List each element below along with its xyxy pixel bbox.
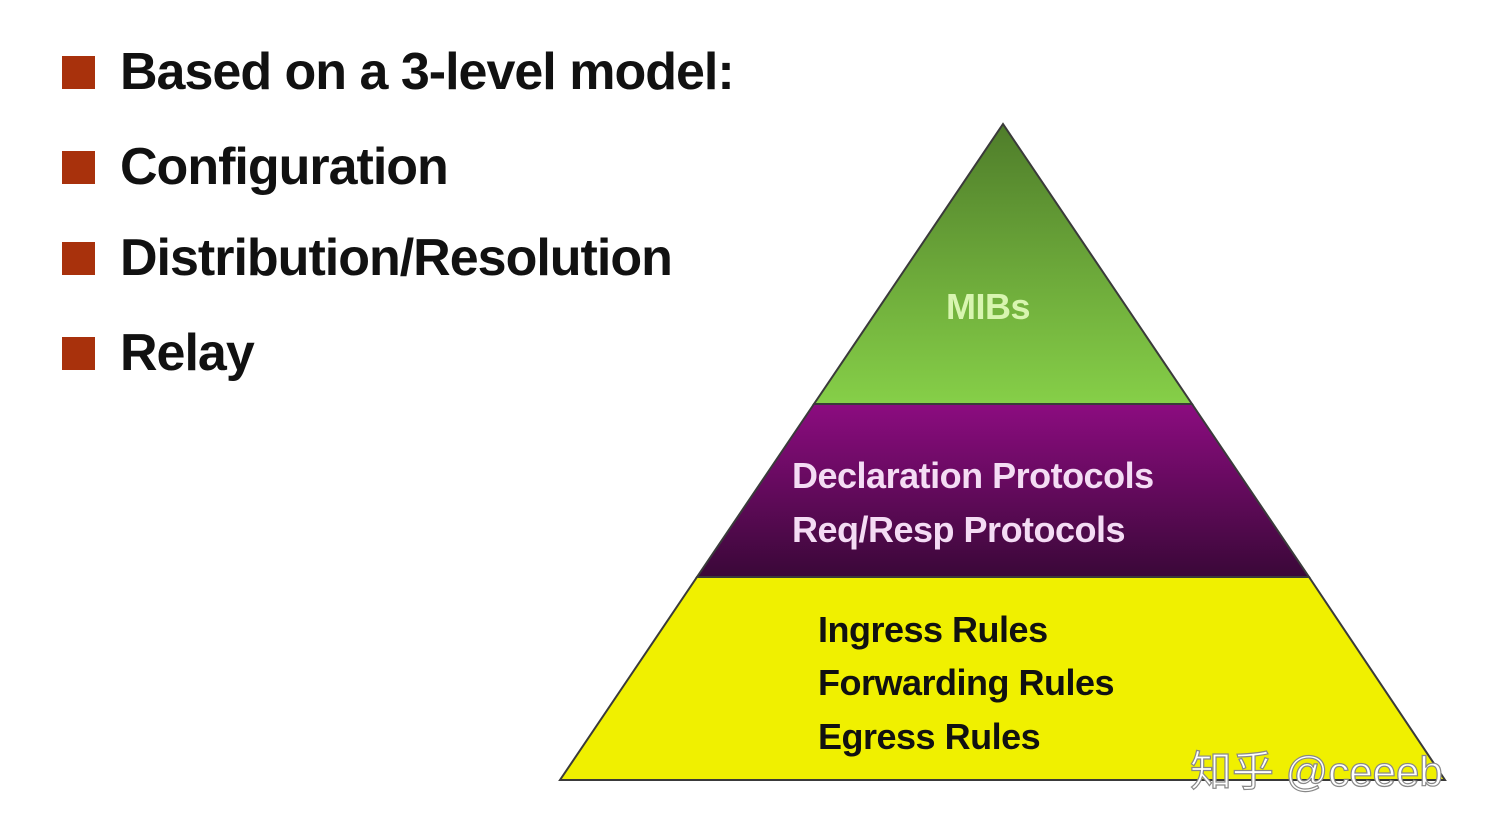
tier-label: Req/Resp Protocols [792,509,1126,550]
bullet-square-icon [62,150,95,184]
bullet-item: Distribution/Resolution [62,228,673,288]
pyramid-bottom-tier [558,576,1447,781]
bullet-square-icon [62,336,95,370]
bullet-square-icon [62,241,95,275]
bullet-item: Configuration [62,137,449,197]
bullet-text: Based on a 3-level model: [120,43,735,101]
bullet-item: Based on a 3-level model: [62,42,735,102]
bullet-item: Relay [62,323,255,383]
pyramid-top-tier [812,122,1194,405]
tier-label: Declaration Protocols [792,455,1154,496]
tier-label: Ingress Rules [818,609,1048,650]
tier-label-mibs: MIBs [946,286,1031,327]
bullet-text: Distribution/Resolution [120,229,673,287]
bullet-square-icon [62,55,95,89]
tier-label: Forwarding Rules [818,662,1115,703]
tier-label: Egress Rules [818,716,1041,757]
bullet-text: Relay [120,324,255,382]
watermark: 知乎 @ceeeb [1189,747,1443,795]
bullet-text: Configuration [120,138,449,196]
